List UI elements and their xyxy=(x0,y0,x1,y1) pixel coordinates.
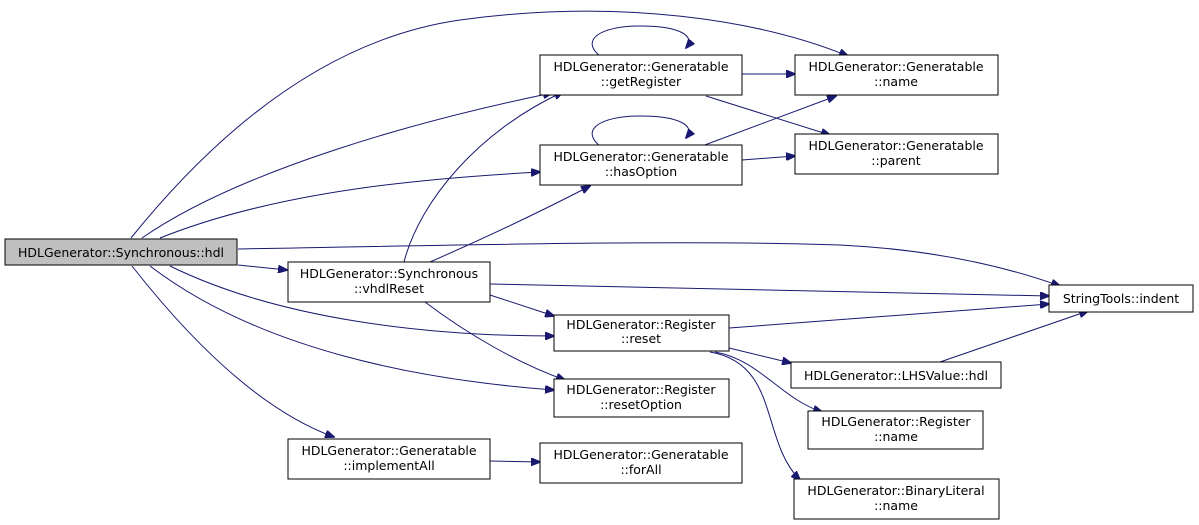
edge-vhdlreset-to-regreset xyxy=(489,294,554,316)
node-generatable-implementall[interactable]: HDLGenerator::Generatable ::implementAll xyxy=(287,438,491,480)
node-label: StringTools::indent xyxy=(1063,291,1179,306)
node-label-line-1: HDLGenerator::Register xyxy=(821,414,971,429)
edge-root-to-genname xyxy=(130,10,848,239)
edge-lhshdl-to-indent xyxy=(939,311,1088,363)
edge-vhdlreset-to-resetoption xyxy=(424,301,565,380)
node-label-line-2: ::parent xyxy=(871,153,920,168)
node-label-line-2: ::resetOption xyxy=(600,397,682,412)
node-register-reset[interactable]: HDLGenerator::Register ::reset xyxy=(553,314,730,352)
edge-root-to-hasoption xyxy=(159,172,540,239)
node-label-line-2: ::name xyxy=(874,498,918,513)
node-label-line-2: ::vhdlReset xyxy=(354,281,424,296)
edge-root-to-getregister xyxy=(141,93,552,239)
edge-root-to-indent xyxy=(237,242,1060,286)
edge-regreset-to-lhshdl xyxy=(728,347,791,363)
edge-root-to-vhdlreset xyxy=(237,264,287,270)
node-label: HDLGenerator::LHSValue::hdl xyxy=(804,368,988,383)
edge-implementall-to-forall xyxy=(489,461,540,462)
node-label: HDLGenerator::Synchronous::hdl xyxy=(18,245,224,260)
node-label-line-1: HDLGenerator::Generatable xyxy=(808,59,983,74)
edge-hasoption-self-loop xyxy=(591,115,689,147)
node-generatable-forall[interactable]: HDLGenerator::Generatable ::forAll xyxy=(539,442,743,484)
node-label-line-2: ::reset xyxy=(621,331,661,346)
node-label-line-2: ::implementAll xyxy=(343,458,434,473)
node-generatable-getregister[interactable]: HDLGenerator::Generatable ::getRegister xyxy=(539,54,743,96)
node-label-line-1: HDLGenerator::Register xyxy=(566,382,716,397)
node-lhsvalue-hdl[interactable]: HDLGenerator::LHSValue::hdl xyxy=(790,361,1002,389)
node-label-line-1: HDLGenerator::Generatable xyxy=(553,447,728,462)
node-label-line-1: HDLGenerator::BinaryLiteral xyxy=(807,483,984,498)
edge-root-to-implementall xyxy=(131,265,334,437)
edge-hasoption-to-genname xyxy=(701,96,836,147)
edge-regreset-to-binname xyxy=(709,351,800,480)
node-register-resetoption[interactable]: HDLGenerator::Register ::resetOption xyxy=(553,378,730,418)
node-label-line-2: ::name xyxy=(874,74,918,89)
edge-vhdlreset-to-hasoption xyxy=(429,186,590,263)
edge-root-to-resetoption xyxy=(149,265,554,390)
node-label-line-2: ::forAll xyxy=(620,462,661,477)
node-generatable-parent[interactable]: HDLGenerator::Generatable ::parent xyxy=(794,133,999,175)
node-label-line-2: ::name xyxy=(874,429,918,444)
edge-regreset-to-indent xyxy=(728,304,1049,329)
node-label-line-1: HDLGenerator::Register xyxy=(566,317,716,332)
node-label-line-1: HDLGenerator::Generatable xyxy=(553,149,728,164)
edge-getregister-self-loop xyxy=(591,25,689,57)
node-generatable-name[interactable]: HDLGenerator::Generatable ::name xyxy=(794,54,999,96)
node-synchronous-vhdlreset[interactable]: HDLGenerator::Synchronous ::vhdlReset xyxy=(287,261,491,303)
node-register-name[interactable]: HDLGenerator::Register ::name xyxy=(807,410,984,450)
node-stringtools-indent[interactable]: StringTools::indent xyxy=(1048,284,1194,313)
node-generatable-hasoption[interactable]: HDLGenerator::Generatable ::hasOption xyxy=(539,144,743,186)
node-label-line-1: HDLGenerator::Synchronous xyxy=(300,266,478,281)
node-label-line-2: ::hasOption xyxy=(605,164,677,179)
node-label-line-1: HDLGenerator::Generatable xyxy=(808,138,983,153)
edge-vhdlreset-to-indent xyxy=(489,283,1049,296)
edge-regreset-to-regname xyxy=(714,351,822,412)
edge-getregister-to-genparent xyxy=(705,95,830,135)
node-synchronous-hdl[interactable]: HDLGenerator::Synchronous::hdl xyxy=(4,238,238,266)
node-binaryliteral-name[interactable]: HDLGenerator::BinaryLiteral ::name xyxy=(793,478,1000,520)
edge-hasoption-to-genparent xyxy=(741,156,795,160)
edge-vhdlreset-to-getregister xyxy=(403,92,563,263)
node-label-line-2: ::getRegister xyxy=(601,74,682,89)
edge-root-to-regreset xyxy=(169,265,554,336)
node-label-line-1: HDLGenerator::Generatable xyxy=(301,443,476,458)
node-label-line-1: HDLGenerator::Generatable xyxy=(553,59,728,74)
